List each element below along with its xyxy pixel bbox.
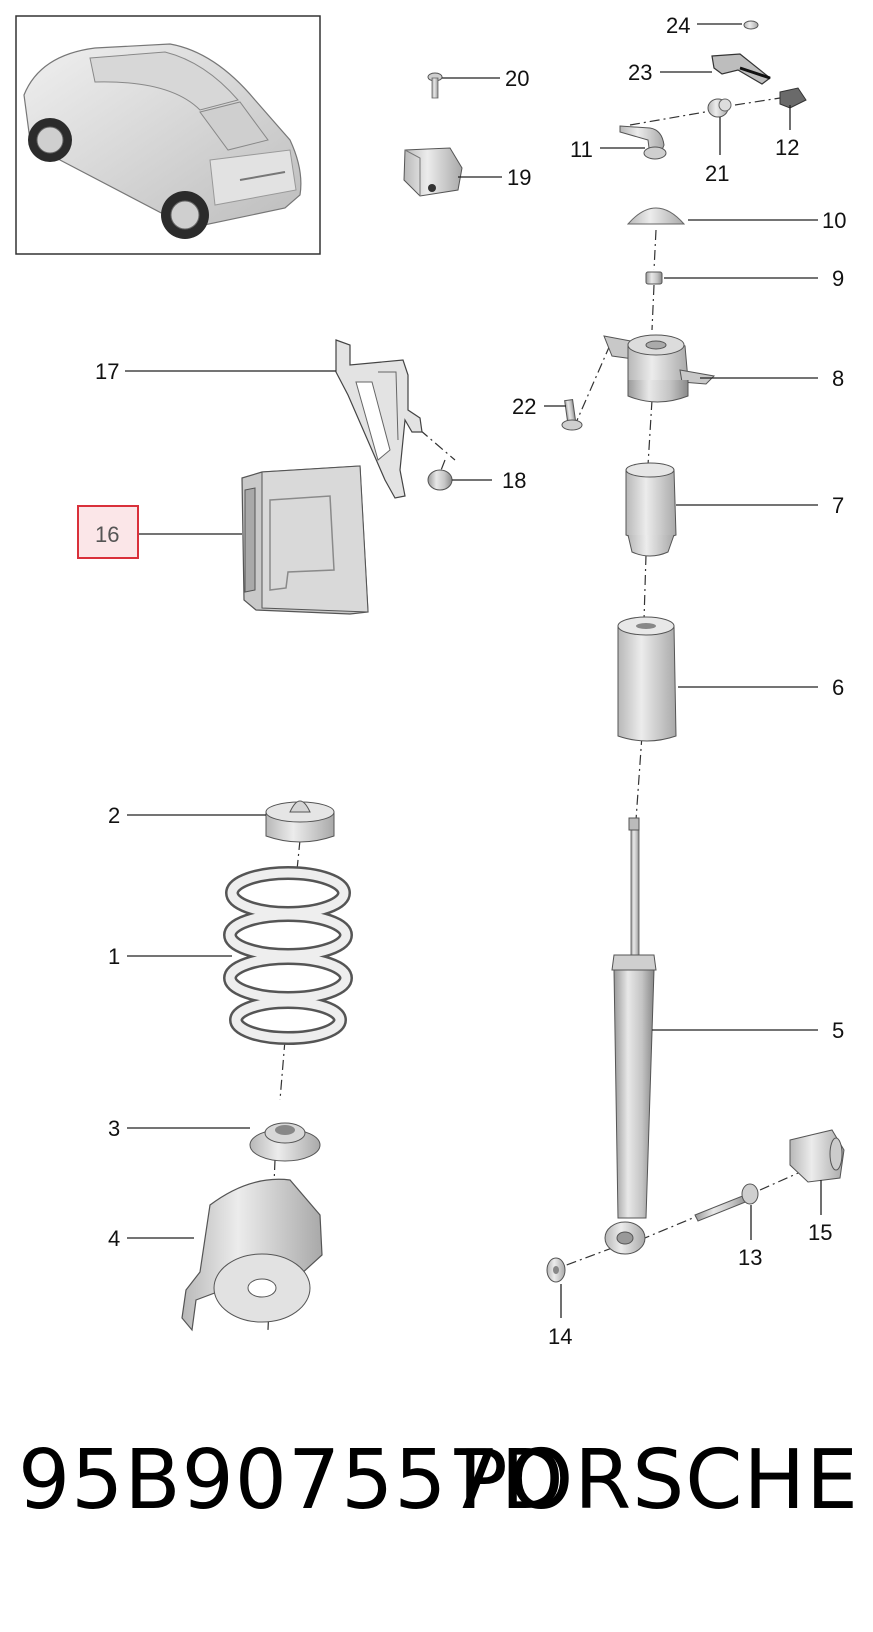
part-9-nut bbox=[645, 271, 663, 285]
callout-1: 1 bbox=[108, 944, 120, 969]
callout-3: 3 bbox=[108, 1116, 120, 1141]
part-4-spring-plate-shield bbox=[181, 1178, 323, 1332]
part-7-bump-stop bbox=[625, 462, 677, 557]
callout-21: 21 bbox=[705, 161, 729, 186]
brand-caption: PORSCHE bbox=[458, 1433, 859, 1528]
part-12-connector bbox=[779, 87, 807, 109]
part-17-mounting-bracket bbox=[335, 339, 423, 499]
part-18-nut bbox=[427, 469, 453, 491]
callout-2: 2 bbox=[108, 803, 120, 828]
callout-14: 14 bbox=[548, 1324, 572, 1349]
callout-23: 23 bbox=[628, 60, 652, 85]
callout-6: 6 bbox=[832, 675, 844, 700]
part-5-shock-absorber bbox=[604, 817, 657, 1255]
callout-24: 24 bbox=[666, 13, 690, 38]
leader-lines bbox=[125, 23, 822, 1318]
assembly-axes bbox=[267, 97, 806, 1331]
part-1-coil-spring bbox=[223, 866, 353, 1045]
callout-7: 7 bbox=[832, 493, 844, 518]
callout-9: 9 bbox=[832, 266, 844, 291]
part-2-spring-seat-upper bbox=[265, 800, 335, 843]
part-13-bolt bbox=[694, 1183, 759, 1222]
part-23-bracket bbox=[711, 53, 771, 85]
callout-8: 8 bbox=[832, 366, 844, 391]
callout-18: 18 bbox=[502, 468, 526, 493]
callout-16: 16 bbox=[95, 522, 119, 547]
suv-car-illustration bbox=[23, 43, 302, 239]
callout-20: 20 bbox=[505, 66, 529, 91]
part-number-caption: 95B907557D bbox=[18, 1433, 565, 1528]
callout-10: 10 bbox=[822, 208, 846, 233]
part-22-bolt bbox=[561, 398, 583, 431]
part-16-control-unit bbox=[241, 465, 369, 615]
part-11-level-sensor bbox=[619, 125, 667, 160]
callout-12: 12 bbox=[775, 135, 799, 160]
part-15-bushing bbox=[789, 1129, 845, 1183]
part-14-washer bbox=[546, 1257, 566, 1283]
part-19-sensor-module bbox=[403, 147, 463, 197]
callout-15: 15 bbox=[808, 1220, 832, 1245]
callout-17: 17 bbox=[95, 359, 119, 384]
callout-13: 13 bbox=[738, 1245, 762, 1270]
part-10-dust-cap bbox=[626, 207, 686, 225]
callout-11: 11 bbox=[570, 137, 593, 162]
part-6-protective-sleeve bbox=[617, 616, 677, 742]
callout-22: 22 bbox=[512, 394, 536, 419]
callout-16-highlight-box bbox=[77, 505, 139, 559]
part-21-bush bbox=[707, 98, 732, 118]
part-24-washer bbox=[743, 20, 759, 30]
part-8-top-mount bbox=[603, 334, 716, 403]
part-3-spring-seat-lower bbox=[249, 1122, 321, 1162]
callout-4: 4 bbox=[108, 1226, 120, 1251]
part-20-screw bbox=[427, 72, 443, 99]
callout-19: 19 bbox=[507, 165, 531, 190]
callout-5: 5 bbox=[832, 1018, 844, 1043]
callout-labels: 24 23 20 11 12 21 19 10 9 17 8 22 18 7 1… bbox=[95, 13, 846, 1349]
vehicle-overview-inset bbox=[15, 15, 321, 255]
